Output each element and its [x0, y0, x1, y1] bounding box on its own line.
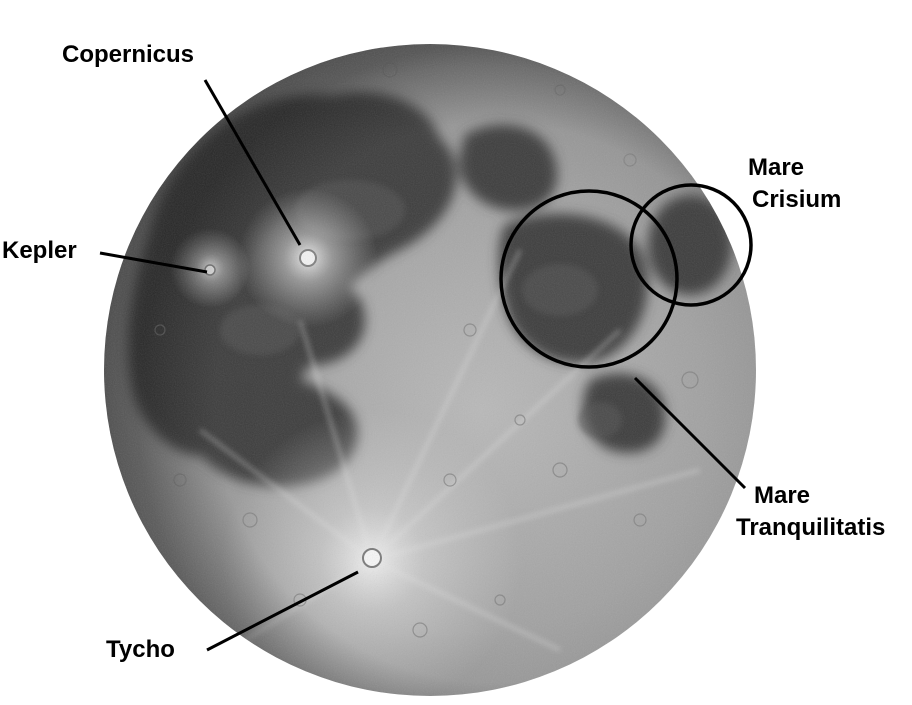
kepler-leader-line: [99, 251, 208, 274]
mare-crisium-circle: [629, 183, 753, 307]
label-mare-tranquilitatis-line2: Tranquilitatis: [736, 514, 885, 541]
moon-image: [104, 44, 756, 696]
label-mare-tranquilitatis-line1: Mare: [754, 482, 810, 509]
mare-tranquilitatis-leader-line: [633, 376, 747, 490]
label-copernicus: Copernicus: [62, 41, 194, 68]
tycho-leader-line: [206, 570, 359, 652]
label-mare-crisium-line1: Mare: [748, 154, 804, 181]
label-kepler: Kepler: [2, 237, 77, 264]
copernicus-leader-line: [203, 79, 302, 246]
label-mare-crisium-line2: Crisium: [752, 186, 841, 213]
label-tycho: Tycho: [106, 636, 175, 663]
mare-tranquilitatis-circle: [499, 189, 679, 369]
